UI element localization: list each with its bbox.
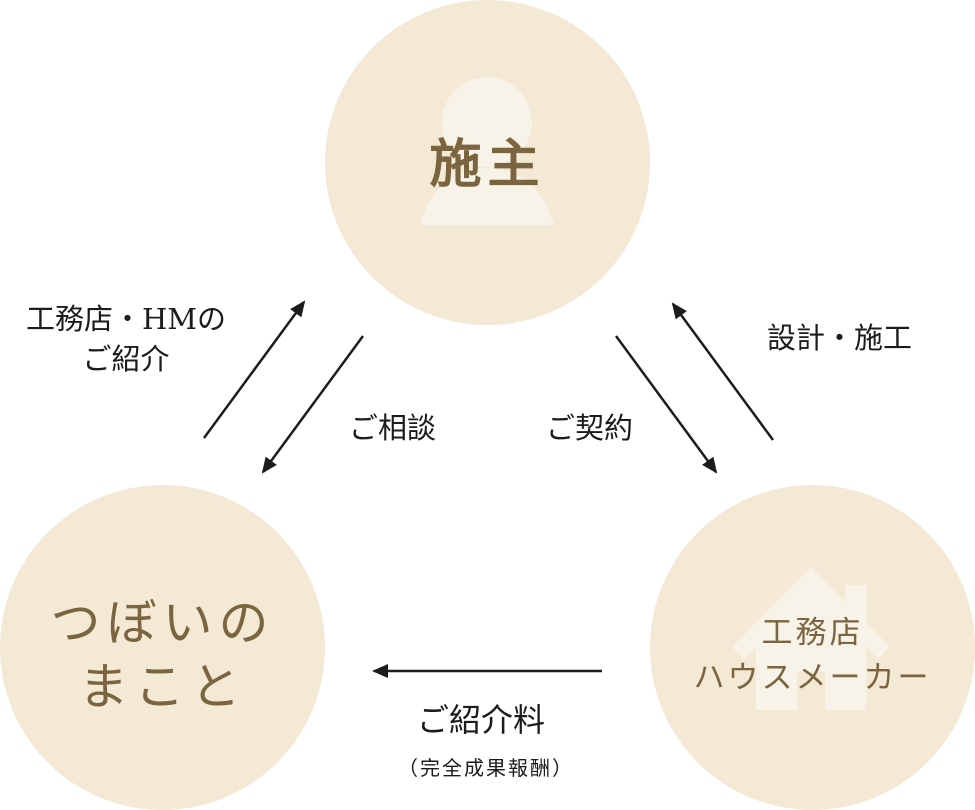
label-fee: ご紹介料 bbox=[417, 701, 546, 739]
node-owner-label: 施主 bbox=[429, 134, 546, 195]
node-builder-line1: 工務店 bbox=[761, 615, 864, 651]
arrow-contract bbox=[614, 335, 718, 474]
node-tsubomi-line1: つぼいの bbox=[50, 594, 275, 652]
label-intro-line2: ご紹介 bbox=[82, 342, 170, 376]
node-builder-line2: ハウスメーカー bbox=[693, 660, 932, 696]
label-intro: 工務店・HMの ご紹介 bbox=[10, 299, 242, 379]
label-fee-note: （完全成果報酬） bbox=[398, 756, 574, 780]
person-icon bbox=[420, 77, 554, 225]
arrow-consult bbox=[261, 335, 365, 474]
arrow-design bbox=[671, 302, 775, 441]
label-design: 設計・施工 bbox=[767, 321, 913, 355]
house-icon bbox=[732, 567, 890, 710]
node-tsubomi: つぼいの まこと bbox=[0, 485, 325, 810]
node-tsubomi-label: つぼいの まこと bbox=[0, 591, 325, 719]
node-tsubomi-line2: まこと bbox=[78, 658, 247, 716]
node-builder-label: 工務店 ハウスメーカー bbox=[650, 611, 975, 701]
label-contract: ご契約 bbox=[546, 411, 634, 445]
label-intro-line1: 工務店・HMの bbox=[26, 302, 226, 336]
node-builder: 工務店 ハウスメーカー bbox=[650, 485, 975, 810]
label-consult: ご相談 bbox=[349, 411, 437, 445]
node-owner: 施主 bbox=[325, 0, 650, 325]
